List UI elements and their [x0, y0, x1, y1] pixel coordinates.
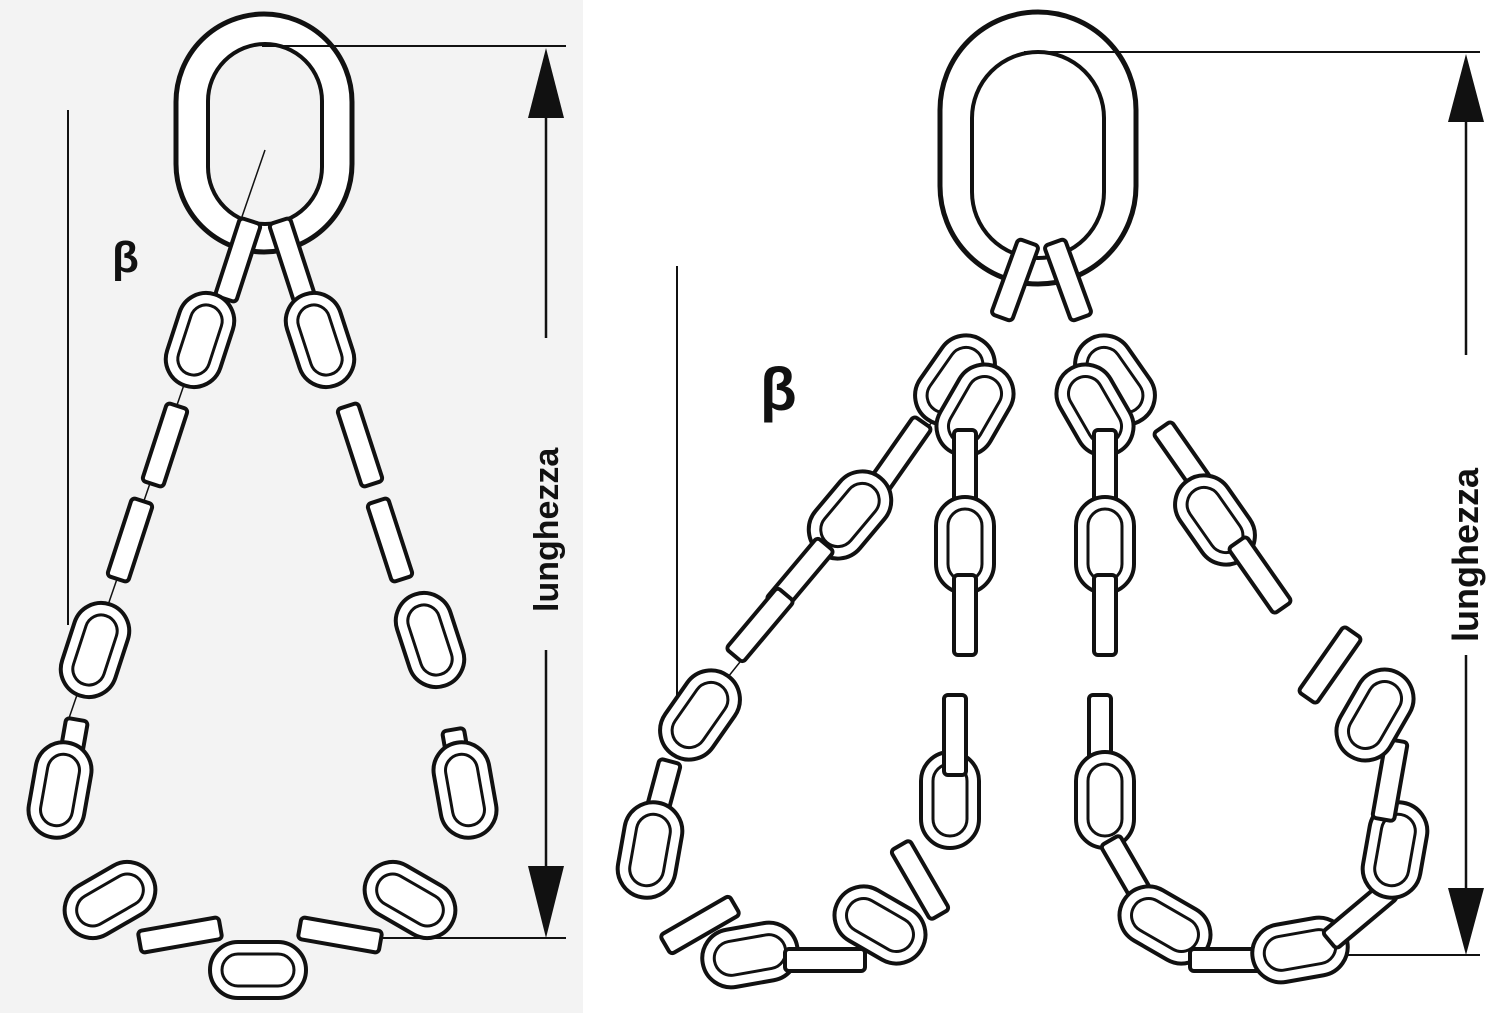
chain-link	[1227, 535, 1293, 615]
chain-link	[1334, 667, 1416, 763]
left-arrow-down	[528, 866, 564, 938]
chain-link	[1074, 750, 1136, 850]
chain-link	[1297, 625, 1363, 705]
chain-link	[335, 401, 385, 489]
chain-link	[393, 590, 467, 690]
chain-link	[952, 573, 978, 657]
chain-link	[26, 740, 94, 840]
right-arrow-down	[1448, 888, 1484, 955]
right-dimension-label: lunghezza	[1445, 467, 1486, 642]
right-master-link	[937, 9, 1139, 287]
right-sling: lunghezza β	[615, 9, 1486, 990]
chain-link	[283, 290, 357, 390]
chain-link	[1360, 800, 1430, 900]
chain-link	[62, 860, 158, 940]
chain-link	[58, 600, 132, 700]
chain-link	[362, 860, 458, 940]
chain-link	[700, 920, 800, 990]
chain-link	[163, 290, 237, 390]
chain-link	[140, 401, 190, 489]
left-sling: lunghezza β	[26, 11, 566, 1000]
chain-link	[1092, 573, 1118, 657]
chain-link	[615, 800, 685, 900]
chain-link	[889, 839, 951, 921]
chain-link	[725, 586, 795, 664]
chain-link	[658, 668, 742, 762]
right-angle-label: β	[760, 356, 797, 423]
chain-link	[1370, 737, 1410, 823]
chain-link	[136, 915, 224, 955]
chain-link	[942, 693, 968, 777]
chain-link	[296, 915, 384, 955]
left-chain-links	[26, 216, 499, 1000]
chain-link	[783, 947, 867, 973]
left-angle-label: β	[112, 233, 139, 282]
chain-link	[1043, 237, 1093, 323]
chain-link	[659, 894, 741, 956]
chain-link	[365, 496, 415, 584]
chain-link	[1117, 884, 1213, 966]
right-chain-links	[615, 237, 1430, 990]
chain-link	[431, 740, 499, 840]
left-dimension-label: lunghezza	[528, 447, 566, 612]
left-master-link	[173, 11, 355, 255]
chain-link	[832, 884, 928, 966]
chain-link	[105, 496, 155, 584]
chain-link	[990, 237, 1040, 323]
left-arrow-up	[528, 48, 564, 118]
right-arrow-up	[1448, 54, 1484, 122]
chain-link	[208, 940, 308, 1000]
